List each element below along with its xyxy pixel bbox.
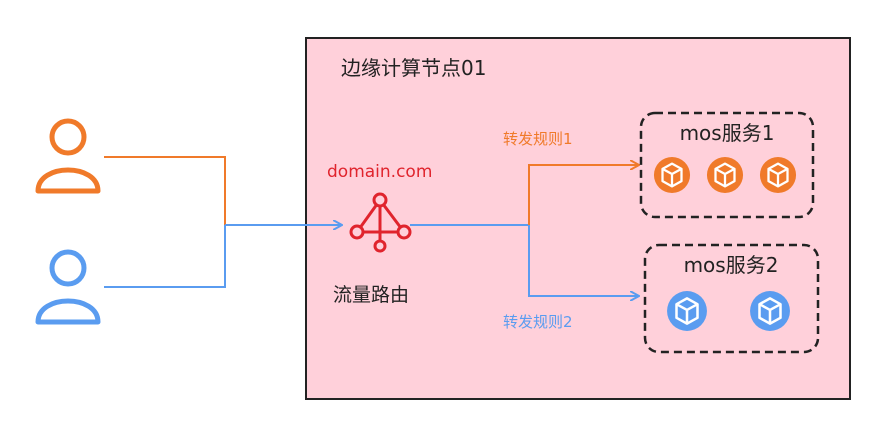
edge-node-title: 边缘计算节点01 [341,56,486,80]
cube-icon [759,156,797,194]
rule1-label: 转发规则1 [503,130,573,148]
router-icon [349,192,412,253]
router-label: 流量路由 [333,284,409,306]
service2-name: mos服务2 [684,253,779,277]
cube-icon [749,290,791,332]
service2-box [643,243,820,354]
router-domain: domain.com [327,162,432,182]
user-icon [38,252,98,322]
user-icon [38,121,98,191]
rule1-path [528,165,638,225]
edge-node-box [305,37,851,400]
orange-connector [104,156,226,225]
rule2-path [528,225,638,296]
service1-name: mos服务1 [680,121,775,145]
blue-connector [104,225,226,288]
cube-icon [653,156,691,194]
service1-box [639,111,815,219]
cube-icon [706,156,744,194]
cube-icon [666,290,708,332]
rule2-label: 转发规则2 [503,313,573,331]
